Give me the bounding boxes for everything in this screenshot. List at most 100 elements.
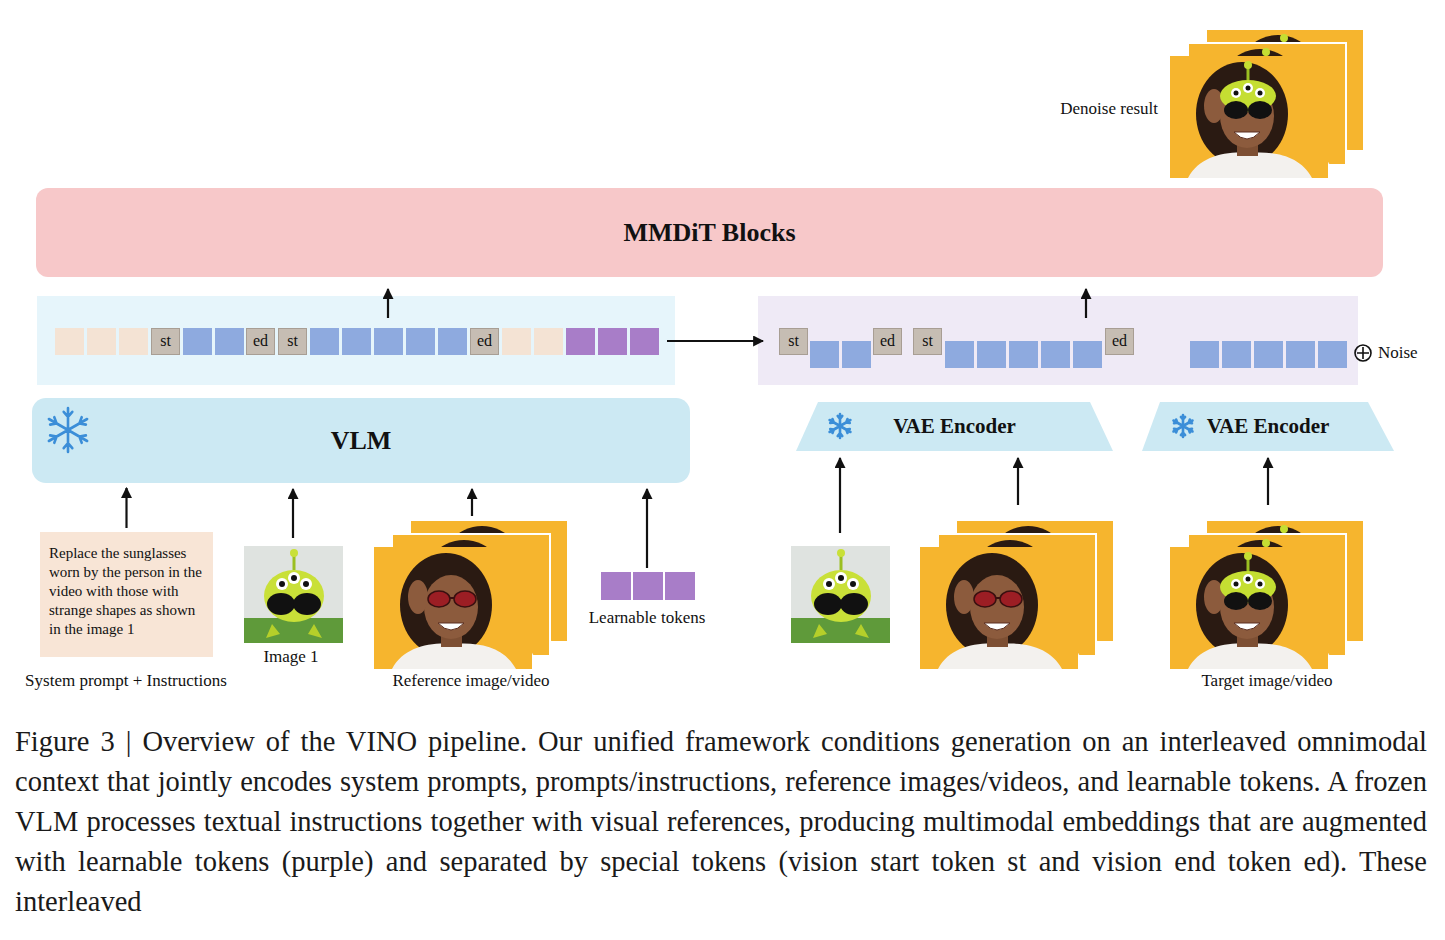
token-squares-part xyxy=(842,341,871,368)
special-token: st xyxy=(779,328,808,355)
special-token: ed xyxy=(246,328,275,355)
arrows-part xyxy=(667,340,763,342)
target-video-part xyxy=(1170,547,1328,669)
annotation-label: Reference image/video xyxy=(392,671,549,691)
special-token-outline xyxy=(914,329,942,355)
reference-video xyxy=(374,520,568,669)
special-token-outline xyxy=(780,329,808,355)
target-video xyxy=(1170,520,1364,669)
snowflake-icon xyxy=(49,408,87,452)
token-squares-part xyxy=(945,341,974,368)
special-token: st xyxy=(151,328,180,355)
plus-symbol xyxy=(1355,345,1371,361)
special-token-label: st xyxy=(922,332,933,350)
arrows-part xyxy=(1017,458,1019,505)
vae-encoder-label: VAE Encoder xyxy=(1207,414,1330,438)
vlm-block-outline xyxy=(32,398,690,483)
instruction-box: Replace the sunglasses worn by the perso… xyxy=(40,532,213,657)
mmdit-block: MMDiT Blocks xyxy=(36,188,1383,277)
token-squares-part xyxy=(1041,341,1070,368)
snowflake-icon xyxy=(830,414,851,438)
special-token: ed xyxy=(470,328,499,355)
special-token: st xyxy=(913,328,942,355)
token-band xyxy=(37,296,1358,385)
arrows-part xyxy=(471,489,473,516)
special-token-outline xyxy=(471,329,499,355)
special-token-outline xyxy=(152,329,180,355)
plus-symbol-part xyxy=(1357,347,1369,359)
token-squares-part xyxy=(633,572,663,600)
snowflake-icon xyxy=(1174,415,1193,437)
token-squares-part xyxy=(1254,341,1283,368)
special-token-label: st xyxy=(287,332,298,350)
vae-encoder-label: VAE Encoder xyxy=(893,414,1016,438)
token-squares-part xyxy=(534,328,563,355)
token-squares-part xyxy=(374,328,403,355)
token-squares-part xyxy=(665,572,695,600)
mmdit-block-outline xyxy=(36,188,1383,277)
denoise-video xyxy=(1170,29,1364,178)
annotation-label: System prompt + Instructions xyxy=(25,671,227,691)
arrows-part xyxy=(1267,458,1269,505)
vae-video-part xyxy=(920,547,1078,669)
token-squares-part xyxy=(601,572,631,600)
token-squares-part xyxy=(810,341,839,368)
token-squares-part xyxy=(1190,341,1219,368)
vae-video xyxy=(920,520,1114,669)
token-squares-part xyxy=(310,328,339,355)
snowflake-icon xyxy=(1174,415,1193,437)
arrows-part xyxy=(839,458,841,533)
special-token-outline xyxy=(247,329,275,355)
special-token: ed xyxy=(1105,328,1134,355)
special-token-label: ed xyxy=(253,332,268,350)
arrows-part xyxy=(1085,289,1087,318)
vae-encoder: VAE Encoder xyxy=(796,402,1113,451)
special-token-outline xyxy=(874,329,902,355)
token-squares-part xyxy=(566,328,595,355)
token-squares-part xyxy=(1009,341,1038,368)
arrows-part xyxy=(292,489,294,538)
token-squares-part xyxy=(438,328,467,355)
vae-encoder: VAE Encoder xyxy=(1142,402,1394,451)
photo-images xyxy=(244,29,1364,669)
token-squares-part xyxy=(1073,341,1102,368)
token-band-part xyxy=(37,296,675,385)
special-token-label: ed xyxy=(477,332,492,350)
special-token: st xyxy=(278,328,307,355)
token-squares-part xyxy=(1318,341,1347,368)
reference-video-part xyxy=(374,547,532,669)
special-token-label: st xyxy=(788,332,799,350)
token-squares-part xyxy=(215,328,244,355)
token-squares-part xyxy=(630,328,659,355)
annotation-label: Noise xyxy=(1378,343,1418,363)
token-squares-part xyxy=(1286,341,1315,368)
vae-encoder-outline xyxy=(796,402,1113,451)
annotation-label: Target image/video xyxy=(1201,671,1332,691)
annotation-label: Image 1 xyxy=(263,647,318,667)
special-token-label: st xyxy=(160,332,171,350)
annotation-label: Learnable tokens xyxy=(589,608,706,628)
photo-images-part xyxy=(244,546,343,643)
special-token-outline xyxy=(1106,329,1134,355)
token-squares-part xyxy=(977,341,1006,368)
flow-arrow xyxy=(125,488,127,528)
token-squares-part xyxy=(119,328,148,355)
token-squares-part xyxy=(342,328,371,355)
figure-caption: Figure 3 | Overview of the VINO pipeline… xyxy=(15,722,1427,921)
token-squares-part xyxy=(502,328,531,355)
arrows-part xyxy=(646,489,648,568)
token-band-part xyxy=(758,296,1358,385)
token-squares-part xyxy=(1222,341,1251,368)
special-token-label: ed xyxy=(1112,332,1127,350)
token-squares-part xyxy=(87,328,116,355)
special-token: ed xyxy=(873,328,902,355)
vlm-block-label: VLM xyxy=(331,426,392,456)
snowflake-icon xyxy=(49,408,87,452)
instruction-box-label: Replace the sunglasses worn by the perso… xyxy=(49,544,205,639)
photo-images-part xyxy=(791,546,890,643)
mmdit-block-label: MMDiT Blocks xyxy=(623,218,795,248)
token-squares-part xyxy=(406,328,435,355)
snowflake-icon xyxy=(830,414,851,438)
token-squares-part xyxy=(183,328,212,355)
